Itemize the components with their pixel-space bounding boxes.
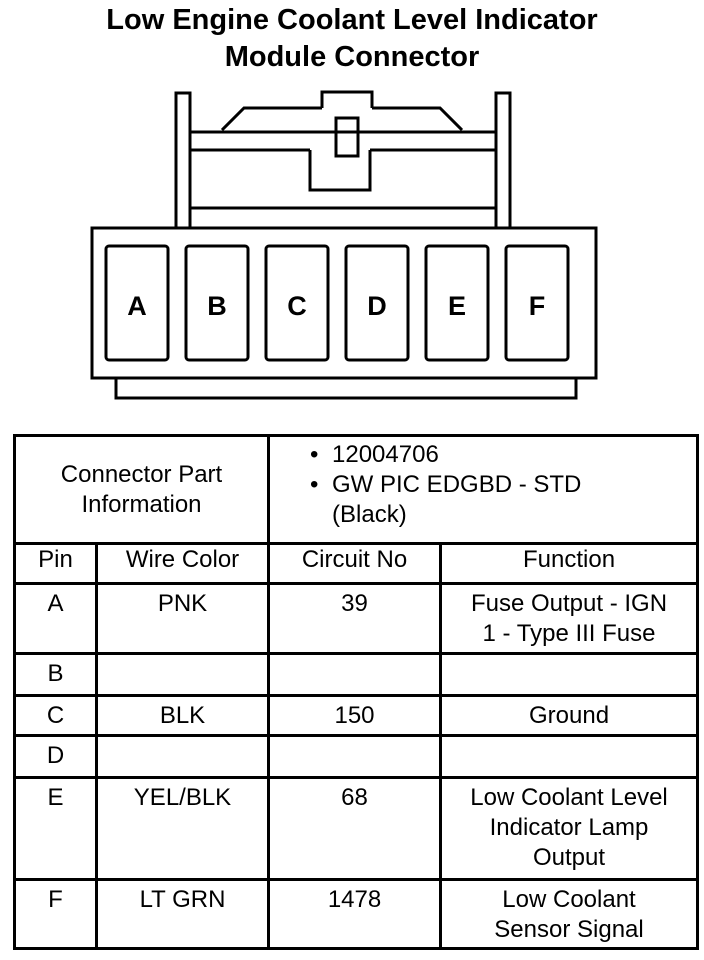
part-info-label: Connector Part Information [12, 434, 271, 545]
connector-info-table: Connector Part Information • 12004706 • GW… [12, 434, 700, 950]
pin-cell: A [13, 582, 98, 655]
function-line: Output [532, 844, 606, 871]
pin-label-b: B [207, 291, 227, 321]
part-color: (Black) [332, 501, 407, 528]
part-number-line: • 12004706 [310, 440, 696, 470]
wire-color-cell: YEL/BLK [94, 776, 271, 881]
pin-cell: B [13, 652, 98, 697]
lock-tab-top [320, 90, 374, 108]
wire-color-cell [94, 734, 271, 779]
pin-cavity-d [344, 244, 410, 362]
function-cell: Fuse Output - IGN 1 - Type III Fuse [439, 582, 700, 655]
lock-tab-slot [334, 116, 360, 158]
part-info-label-line-2: Information [81, 490, 202, 518]
pin-cell: D [13, 734, 98, 779]
header-function: Function [439, 542, 700, 585]
wire-color-cell: LT GRN [94, 878, 271, 950]
title-line-1: Low Engine Coolant Level Indicator [106, 4, 598, 36]
diagram-title: Low Engine Coolant Level Indicator Modul… [0, 2, 704, 76]
function-line: Sensor Signal [494, 916, 644, 943]
function-cell: Low Coolant Sensor Signal [439, 878, 700, 950]
pin-cavity-a [104, 244, 170, 362]
function-line: 1 - Type III Fuse [482, 620, 656, 647]
table-row: D [13, 734, 700, 779]
wire-color-cell [94, 652, 271, 697]
circuit-cell: 150 [267, 694, 443, 737]
part-info-row: Connector Part Information • 12004706 • GW… [12, 434, 700, 545]
pin-label-a: A [127, 291, 147, 321]
table-row: F LT GRN 1478 Low Coolant Sensor Signal [13, 878, 700, 950]
connector-left-post [174, 91, 192, 228]
pin-cell: F [13, 878, 98, 950]
pin-label-f: F [529, 291, 546, 321]
function-line: Indicator Lamp [489, 814, 649, 841]
pin-label-e: E [448, 291, 466, 321]
connector-ramp-right [372, 106, 464, 132]
circuit-cell: 39 [267, 582, 443, 655]
function-cell: Ground [439, 694, 700, 737]
part-description-line: • GW PIC EDGBD - STD [310, 470, 696, 500]
pin-label-c: C [287, 291, 307, 321]
function-line: Low Coolant [502, 886, 636, 913]
circuit-cell [267, 652, 443, 697]
function-cell [439, 652, 700, 697]
function-line: Low Coolant Level [470, 784, 668, 811]
title-line-2: Module Connector [224, 41, 480, 73]
table-row: E YEL/BLK 68 Low Coolant Level Indicator… [13, 776, 700, 881]
circuit-cell: 1478 [267, 878, 443, 950]
header-circuit-no: Circuit No [267, 542, 443, 585]
circuit-cell: 68 [267, 776, 443, 881]
function-cell [439, 734, 700, 779]
function-cell: Low Coolant Level Indicator Lamp Output [439, 776, 700, 881]
connector-body [90, 226, 598, 380]
table-row: A PNK 39 Fuse Output - IGN 1 - Type III … [13, 582, 700, 655]
part-info-values: • 12004706 • GW PIC EDGBD - STD (Black) [267, 434, 700, 545]
wire-color-cell: BLK [94, 694, 271, 737]
circuit-cell [267, 734, 443, 779]
part-info-label-line-1: Connector Part [60, 460, 223, 488]
pin-label-d: D [367, 291, 387, 321]
connector-drawing: A B C D E F [90, 90, 598, 400]
wire-color-cell: PNK [94, 582, 271, 655]
header-wire-color: Wire Color [94, 542, 271, 585]
part-number: 12004706 [332, 441, 439, 468]
pin-cavity-b [184, 244, 250, 362]
connector-flange [114, 378, 578, 400]
table-row: B [13, 652, 700, 697]
pin-cell: C [13, 694, 98, 737]
pin-cavity-f [504, 244, 570, 362]
pin-cell: E [13, 776, 98, 881]
pin-cavity-e [424, 244, 490, 362]
pin-cavity-c [264, 244, 330, 362]
part-description: GW PIC EDGBD - STD [332, 471, 582, 498]
header-pin: Pin [13, 542, 98, 585]
function-line: Fuse Output - IGN [470, 590, 668, 617]
bullet-icon: • [310, 471, 319, 498]
header-row: Pin Wire Color Circuit No Function [13, 542, 700, 585]
bullet-icon: • [310, 441, 319, 468]
connector-ramp-left [220, 106, 322, 132]
table-row: C BLK 150 Ground [13, 694, 700, 737]
lock-tab-body [308, 150, 372, 192]
function-line: Ground [528, 702, 610, 729]
connector-right-post [494, 91, 512, 228]
